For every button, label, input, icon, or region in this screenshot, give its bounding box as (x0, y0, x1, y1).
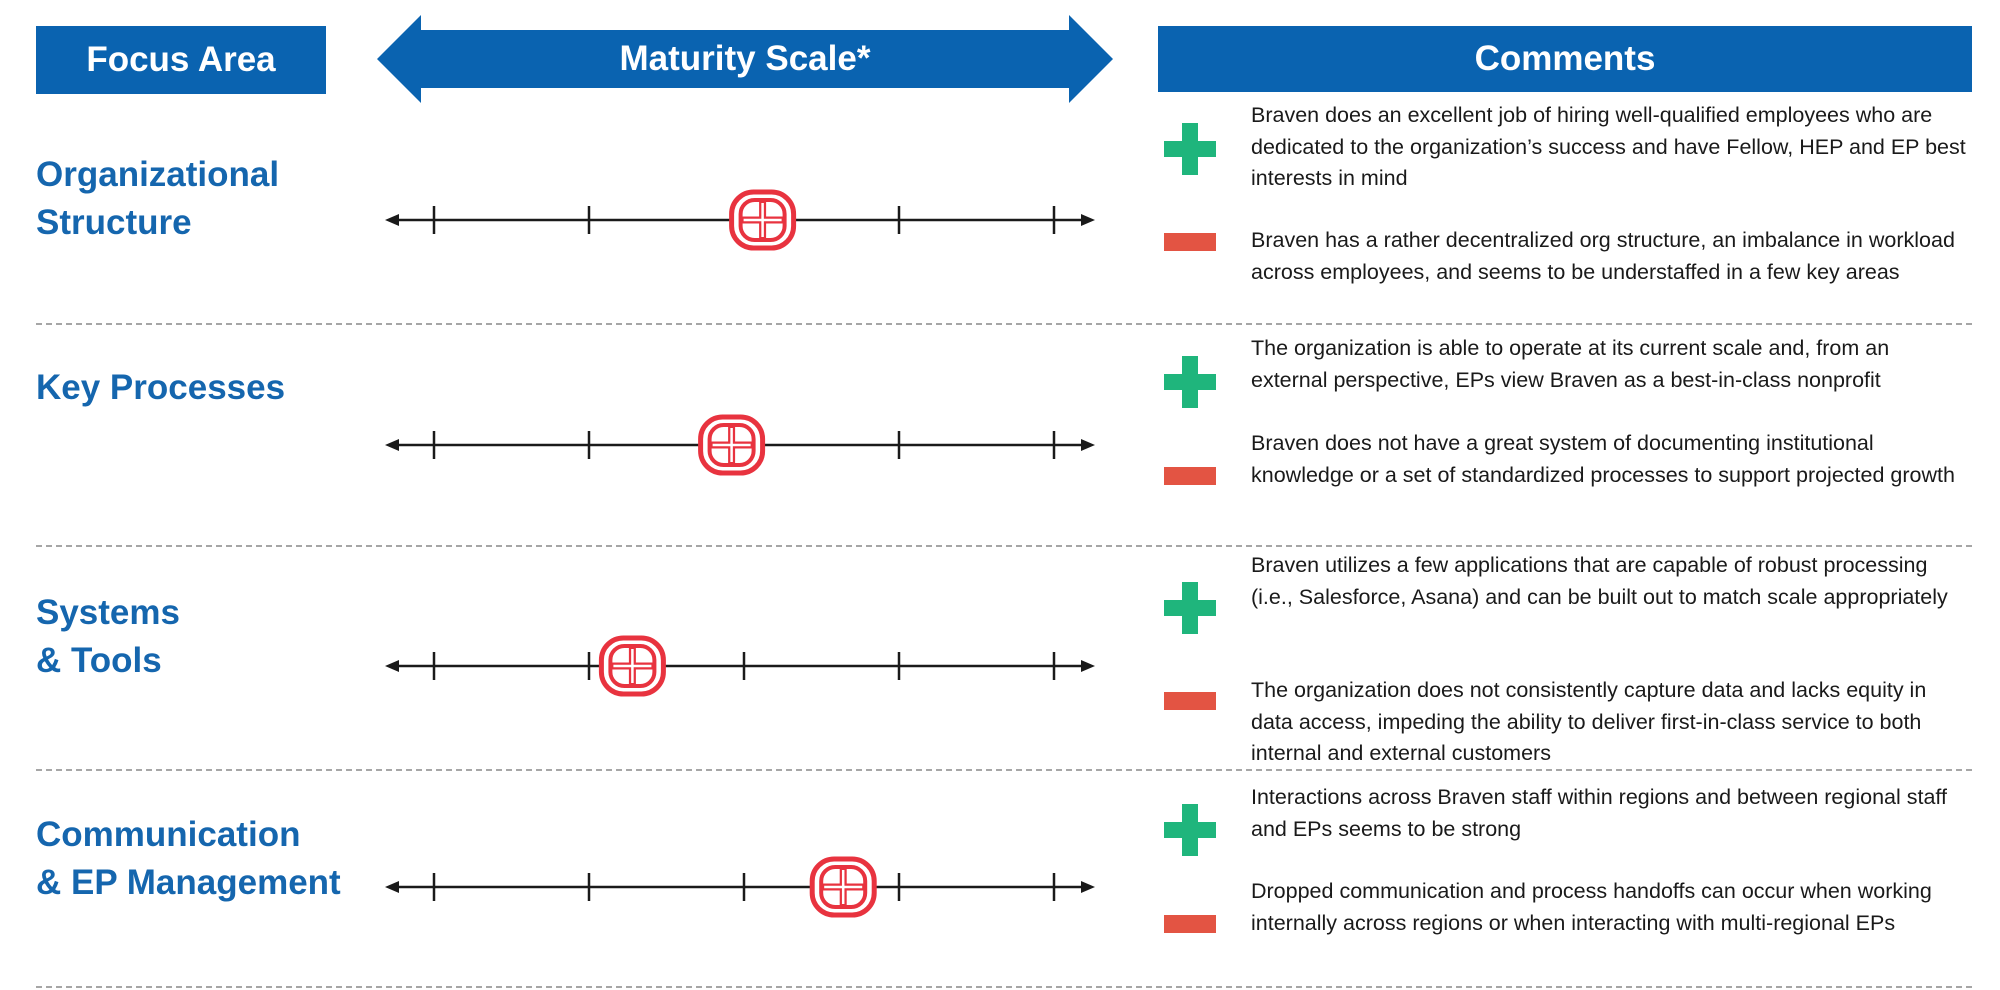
comments-header-label: Comments (1474, 39, 1656, 78)
maturity-scale-organizational-structure (385, 189, 1095, 251)
maturity-scale-header: Maturity Scale* (377, 15, 1113, 103)
plus-comment: Braven does an excellent job of hiring w… (1251, 103, 1966, 190)
scale-left-arrowhead (385, 439, 399, 451)
comments-header: Comments (1158, 26, 1972, 92)
maturity-scale-communication-ep-management (385, 856, 1095, 918)
minus-comment: The organization does not consistently c… (1251, 678, 1927, 765)
focus-area-communication-ep-management: Communication & EP Management (36, 811, 376, 907)
maturity-marker-icon (698, 414, 766, 476)
maturity-marker-icon (598, 635, 666, 697)
scale-right-arrowhead (1081, 881, 1095, 893)
plus-comment: The organization is able to operate at i… (1251, 336, 1890, 392)
focus-area-line1: Communication (36, 815, 301, 854)
double-arrow-banner-icon (377, 15, 1113, 103)
focus-area-header-label: Focus Area (86, 40, 276, 79)
row-divider (36, 545, 1972, 547)
focus-area-line1: Key Processes (36, 368, 286, 407)
focus-area-line2: Structure (36, 203, 192, 242)
scale-right-arrowhead (1081, 214, 1095, 226)
focus-area-line1: Systems (36, 593, 180, 632)
scale-left-arrowhead (385, 214, 399, 226)
plus-icon (1164, 582, 1216, 634)
plus-icon (1164, 123, 1216, 175)
minus-icon (1164, 233, 1216, 251)
focus-area-organizational-structure: Organizational Structure (36, 151, 376, 247)
focus-area-line2: & EP Management (36, 863, 341, 902)
maturity-marker-icon (729, 189, 797, 251)
row-divider (36, 769, 1972, 771)
scale-right-arrowhead (1081, 439, 1095, 451)
minus-comment: Dropped communication and process handof… (1251, 879, 1932, 935)
maturity-scale-systems-tools (385, 635, 1095, 697)
minus-comment: Braven has a rather decentralized org st… (1251, 228, 1955, 284)
minus-icon (1164, 467, 1216, 485)
focus-area-header: Focus Area (36, 26, 326, 94)
row-divider (36, 323, 1972, 325)
scale-left-arrowhead (385, 660, 399, 672)
maturity-scale-header-label: Maturity Scale* (619, 39, 871, 78)
minus-icon (1164, 915, 1216, 933)
scale-left-arrowhead (385, 881, 399, 893)
focus-area-line2: & Tools (36, 641, 162, 680)
plus-icon (1164, 804, 1216, 856)
maturity-scale-key-processes (385, 414, 1095, 476)
plus-comment: Interactions across Braven staff within … (1251, 785, 1947, 841)
focus-area-systems-tools: Systems & Tools (36, 589, 376, 685)
minus-icon (1164, 692, 1216, 710)
maturity-marker-icon (809, 856, 877, 918)
focus-area-line1: Organizational (36, 155, 280, 194)
minus-comment: Braven does not have a great system of d… (1251, 431, 1955, 487)
scale-right-arrowhead (1081, 660, 1095, 672)
focus-area-key-processes: Key Processes (36, 364, 376, 412)
plus-icon (1164, 356, 1216, 408)
plus-comment: Braven utilizes a few applications that … (1251, 553, 1948, 609)
row-divider (36, 986, 1972, 988)
